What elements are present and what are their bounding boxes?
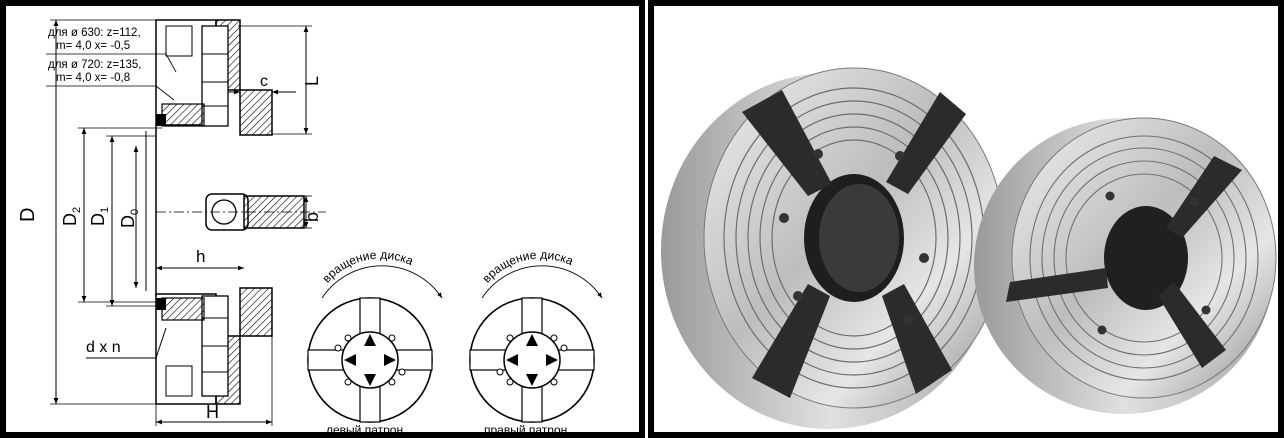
- dim-D1-sub: 1: [99, 207, 111, 213]
- dim-D0-label: D: [118, 215, 138, 228]
- note-line-1: для ø 630: z=112,: [48, 27, 141, 39]
- dim-b-label: b: [302, 212, 322, 222]
- upper-section: [155, 19, 273, 136]
- dim-D2-label: D: [60, 213, 80, 226]
- dim-H-label: H: [206, 402, 219, 422]
- dim-L-label: L: [302, 76, 322, 86]
- svg-text:D0: D0: [118, 209, 141, 228]
- chuck-photo-small: [974, 117, 1277, 414]
- note-line-3: для ø 720: z=135,: [48, 59, 142, 71]
- lower-section: [155, 287, 273, 405]
- svg-text:вращение диска: вращение диска: [319, 248, 415, 286]
- svg-text:D2: D2: [60, 207, 83, 226]
- rotation-label-left: вращение диска: [319, 248, 415, 286]
- chuck-photos-panel: [648, 0, 1284, 438]
- note-line-4: m= 4,0 x= -0,8: [56, 72, 130, 84]
- chuck-section-drawing: D D2 D1 D0 L c: [17, 19, 603, 432]
- svg-text:вращение диска: вращение диска: [479, 248, 575, 286]
- rotation-diagram-left: вращение диска левый патрон: [307, 248, 443, 432]
- dim-h-label: h: [196, 247, 205, 266]
- dim-c-label: c: [260, 73, 268, 90]
- note-line-2: m= 4,0 x= -0,5: [56, 40, 130, 52]
- chuck-photo-large: [661, 67, 1005, 429]
- caption-left-chuck: левый патрон: [326, 423, 403, 432]
- dim-D1-label: D: [88, 213, 108, 226]
- dim-D0-sub: 0: [129, 209, 141, 215]
- technical-drawing-panel: D D2 D1 D0 L c: [0, 0, 645, 438]
- rotation-diagram-right: вращение диска правый патрон: [469, 248, 603, 432]
- gear-note: для ø 630: z=112, m= 4,0 x= -0,5 для ø 7…: [46, 27, 177, 101]
- svg-text:D1: D1: [88, 207, 111, 226]
- rotation-label-right: вращение диска: [479, 248, 575, 286]
- chuck-photos: [661, 67, 1277, 429]
- dim-D2-sub: 2: [71, 207, 83, 213]
- dim-dxn-label: d x n: [86, 339, 121, 356]
- caption-right-chuck: правый патрон: [484, 423, 567, 432]
- dim-D-label: D: [17, 208, 39, 222]
